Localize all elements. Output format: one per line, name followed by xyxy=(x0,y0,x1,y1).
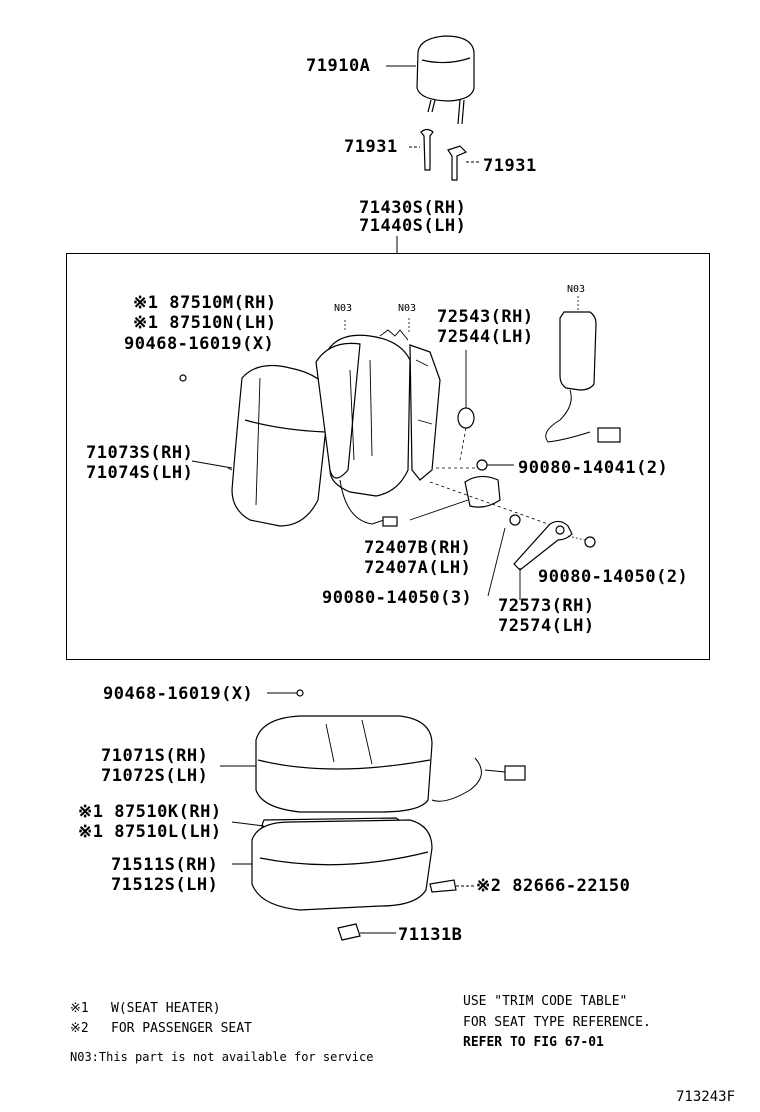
label-guide-left: 71931 xyxy=(344,137,398,157)
recliner-lever-drawing xyxy=(513,520,586,600)
seat-back-frame-drawing xyxy=(315,318,411,527)
label-bolt-lower: 90080-14050(3) xyxy=(322,588,473,608)
headrest-drawing xyxy=(386,35,475,125)
label-bolt-upper: 90080-14041(2) xyxy=(518,458,669,478)
label-cushion-pad-rh: 71511S(RH) xyxy=(111,855,219,875)
label-heater-cushion-lh: ※1 87510L(LH) xyxy=(78,822,222,842)
label-clip-lower: 90468-16019(X) xyxy=(103,684,254,704)
note1-mark: ※1 xyxy=(70,1001,89,1016)
cushion-pad-drawing xyxy=(232,819,433,911)
label-hinge-lh: 72407A(LH) xyxy=(364,558,472,578)
label-back-cover-rh: 71073S(RH) xyxy=(86,443,194,463)
label-guide-right: 71931 xyxy=(483,156,537,176)
label-heater-back-rh: ※1 87510M(RH) xyxy=(133,293,277,313)
trim-note-line1: USE "TRIM CODE TABLE" xyxy=(463,994,628,1009)
label-recliner-cover-rh: 72543(RH) xyxy=(437,307,534,327)
label-n03-a: N03 xyxy=(334,303,353,314)
label-back-frame-lh: 71440S(LH) xyxy=(359,216,467,236)
note1-text: W(SEAT HEATER) xyxy=(111,1001,221,1016)
label-headrest: 71910A xyxy=(306,56,371,76)
label-hinge-rh: 72407B(RH) xyxy=(364,538,472,558)
label-n03-c: N03 xyxy=(567,284,586,295)
sensor-drawing xyxy=(429,879,474,893)
label-lever-rh: 72573(RH) xyxy=(498,596,595,616)
label-sensor: ※2 82666-22150 xyxy=(476,876,631,896)
label-n03-b: N03 xyxy=(398,303,417,314)
seat-side-frame-drawing xyxy=(409,344,441,481)
label-heater-back-lh: ※1 87510N(LH) xyxy=(133,313,277,333)
n03-note: N03:This part is not available for servi… xyxy=(70,1050,374,1064)
seat-back-cover-drawing xyxy=(191,365,331,527)
label-cushion-pad-lh: 71512S(LH) xyxy=(111,875,219,895)
cushion-cover-drawing xyxy=(220,715,526,813)
label-bracket: 71131B xyxy=(398,925,463,945)
label-recliner-cover-lh: 72544(LH) xyxy=(437,327,534,347)
trim-note-line2: FOR SEAT TYPE REFERENCE. xyxy=(463,1015,651,1030)
label-cushion-cover-rh: 71071S(RH) xyxy=(101,746,209,766)
bracket-drawing xyxy=(337,923,396,941)
label-cushion-cover-lh: 71072S(LH) xyxy=(101,766,209,786)
label-back-frame-rh: 71430S(RH) xyxy=(359,198,467,218)
label-clip-upper: 90468-16019(X) xyxy=(124,334,275,354)
label-bolt-right: 90080-14050(2) xyxy=(538,567,689,587)
note2-text: FOR PASSENGER SEAT xyxy=(111,1021,252,1036)
seat-back-assembly-frame xyxy=(66,253,710,660)
note2-mark: ※2 xyxy=(70,1021,89,1036)
label-lever-lh: 72574(LH) xyxy=(498,616,595,636)
recliner-cover-drawing xyxy=(457,350,475,461)
label-heater-cushion-rh: ※1 87510K(RH) xyxy=(78,802,222,822)
trim-note-line3: REFER TO FIG 67-01 xyxy=(463,1035,604,1050)
headrest-guides-drawing xyxy=(409,128,480,181)
side-module-drawing xyxy=(545,296,621,443)
hinge-bolts-drawing xyxy=(179,374,596,597)
figure-id: 713243F xyxy=(676,1089,736,1105)
label-back-cover-lh: 71074S(LH) xyxy=(86,463,194,483)
